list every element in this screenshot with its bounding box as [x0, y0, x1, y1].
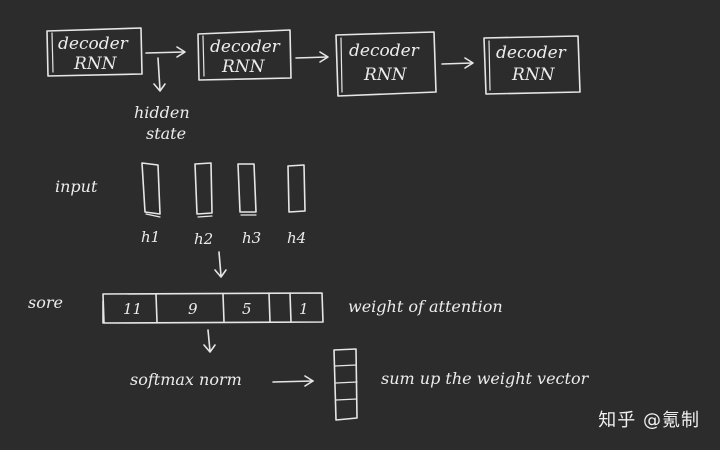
decoder-box-1-inner-edge [51, 32, 54, 73]
softmax-label: softmax norm [130, 370, 242, 389]
score-row: 11 9 5 1 [102, 292, 324, 324]
decoder-box-1: decoder RNN [46, 27, 143, 77]
score-arrow [214, 251, 227, 278]
score-cell-1: 11 [123, 300, 142, 318]
decoder-2-sublabel: RNN [221, 57, 266, 77]
decoder-box-2-inner-edge [202, 35, 205, 77]
score-divider-3 [268, 292, 271, 323]
decoder-box-3-inner-edge [340, 37, 343, 93]
decoder-box-4-frame [483, 35, 581, 95]
score-divider-1 [155, 293, 158, 323]
decoder-2-label: decoder [210, 37, 281, 57]
decoder-box-2-frame [197, 29, 292, 81]
decoder-box-3: decoder RNN [335, 31, 437, 97]
hidden-state-label: hidden [134, 103, 190, 122]
decoder-box-2: decoder RNN [197, 29, 292, 81]
decoder-arrow-3 [441, 57, 474, 69]
decoder-4-label: decoder [496, 43, 567, 63]
decoder-box-1-frame [46, 27, 143, 77]
softmax-arrow [203, 329, 216, 353]
softmax-arrow-right [272, 375, 314, 387]
decoder-box-3-frame [335, 31, 437, 97]
weight-vector-frame [333, 348, 358, 421]
score-cell-4: 1 [299, 300, 309, 318]
score-divider-4 [289, 292, 292, 323]
hidden-vector-h4 [287, 164, 306, 213]
decoder-1-sublabel: RNN [73, 54, 118, 74]
input-label: input [55, 177, 98, 196]
score-cell-3: 5 [242, 300, 252, 318]
zhihu-watermark: 知乎 @氪制 [598, 410, 700, 431]
h1-label: h1 [141, 228, 160, 246]
hidden-state-arrow [153, 57, 166, 92]
decoder-3-sublabel: RNN [363, 65, 408, 85]
score-divider-2 [222, 293, 225, 323]
hidden-state-sublabel: state [146, 124, 186, 143]
h3-label: h3 [242, 229, 261, 247]
score-cell-2: 9 [188, 300, 198, 318]
decoder-box-4: decoder RNN [483, 35, 581, 95]
decoder-box-4-inner-edge [488, 40, 491, 91]
weight-of-attention-label: weight of attention [348, 297, 503, 316]
hidden-vector-h3 [237, 163, 257, 216]
h4-label: h4 [287, 229, 306, 247]
sum-weight-vector-label: sum up the weight vector [381, 369, 590, 388]
weight-vector [333, 348, 358, 421]
h2-label: h2 [194, 230, 213, 248]
decoder-3-label: decoder [349, 41, 420, 61]
hidden-vector-h1 [141, 162, 161, 218]
score-label: sore [28, 293, 63, 312]
decoder-arrow-2 [295, 51, 329, 63]
decoder-4-sublabel: RNN [511, 65, 556, 85]
decoder-1-label: decoder [58, 34, 129, 54]
hidden-vector-h2 [194, 162, 213, 218]
decoder-arrow-1 [145, 46, 186, 58]
